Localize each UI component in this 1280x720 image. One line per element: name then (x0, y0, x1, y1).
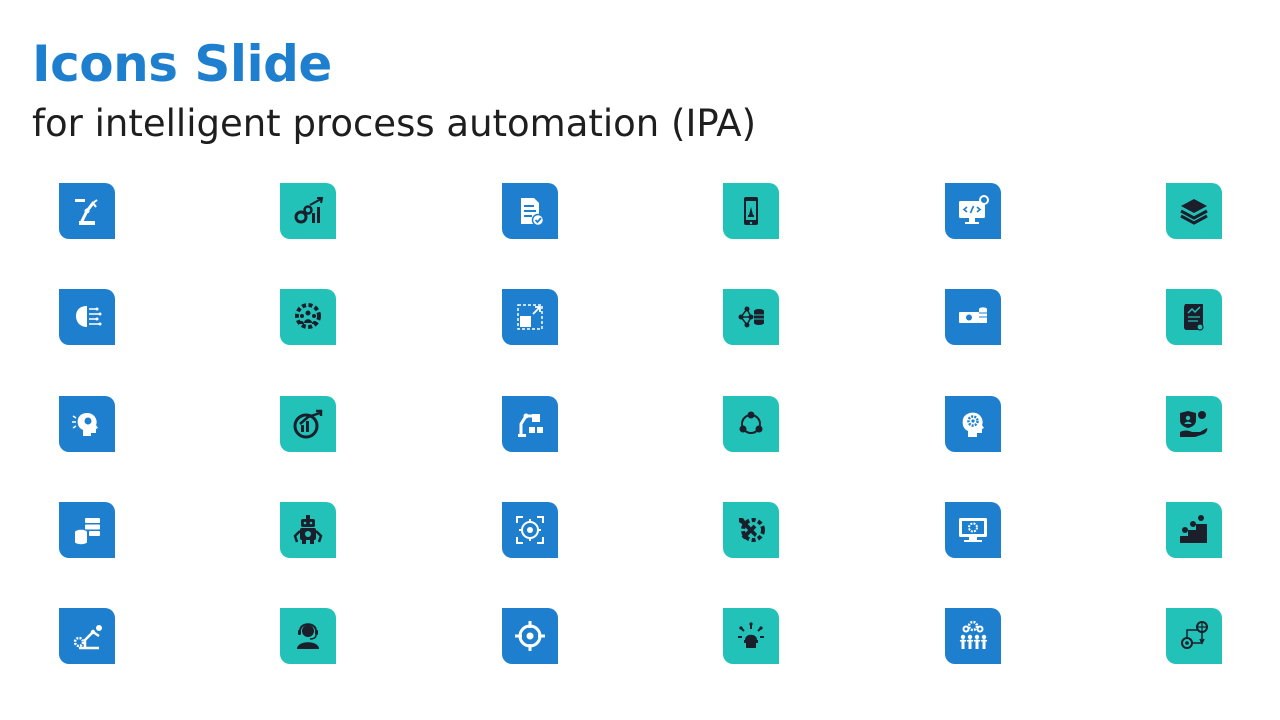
icon-tile (280, 608, 336, 664)
icon-tile (1166, 289, 1222, 345)
robot-icon (290, 512, 326, 548)
icon-tile (945, 183, 1001, 239)
focus-target-icon (512, 512, 548, 548)
database-stack-icon (69, 512, 105, 548)
icon-tile (59, 608, 115, 664)
wrench-gear-icon (733, 512, 769, 548)
target-crosshair-icon (512, 618, 548, 654)
automation-arm-gear-icon (69, 618, 105, 654)
icon-tile (502, 396, 558, 452)
monitor-settings-icon (955, 512, 991, 548)
head-idea-icon (69, 406, 105, 442)
page-title: Icons Slide (32, 35, 332, 93)
icon-tile (502, 183, 558, 239)
document-check-icon (512, 193, 548, 229)
icon-tile (280, 183, 336, 239)
gear-team-icon (290, 299, 326, 335)
support-agent-icon (290, 618, 326, 654)
robotic-arm-icon (69, 193, 105, 229)
team-gears-icon (955, 618, 991, 654)
resize-frame-icon (512, 299, 548, 335)
monitor-code-gear-icon (955, 193, 991, 229)
icon-tile (280, 396, 336, 452)
icon-tile (1166, 183, 1222, 239)
page-subtitle: for intelligent process automation (IPA) (32, 102, 757, 145)
icon-tile (280, 289, 336, 345)
icon-tile (59, 183, 115, 239)
process-flow-icon (1176, 618, 1212, 654)
innovation-bulb-icon (733, 618, 769, 654)
icon-tile (723, 502, 779, 558)
brain-circuit-icon (69, 299, 105, 335)
layers-icon (1176, 193, 1212, 229)
connected-nodes-icon (733, 406, 769, 442)
icon-tile (502, 608, 558, 664)
icon-tile (723, 396, 779, 452)
coin-steps-icon (1176, 512, 1212, 548)
icon-tile (945, 396, 1001, 452)
network-database-icon (733, 299, 769, 335)
head-gear-icon (955, 406, 991, 442)
icon-tile (723, 289, 779, 345)
icon-tile (945, 608, 1001, 664)
icon-tile (502, 502, 558, 558)
icon-tile (1166, 608, 1222, 664)
hand-shield-user-icon (1176, 406, 1212, 442)
icon-tile (59, 289, 115, 345)
report-scroll-icon (1176, 299, 1212, 335)
icon-tile (723, 183, 779, 239)
growth-chart-circle-icon (290, 406, 326, 442)
icon-tile (945, 502, 1001, 558)
icon-tile (1166, 396, 1222, 452)
robot-arm-boxes-icon (512, 406, 548, 442)
icon-tile (502, 289, 558, 345)
mobile-app-icon (733, 193, 769, 229)
icon-tile (1166, 502, 1222, 558)
icon-tile (59, 396, 115, 452)
icon-tile (723, 608, 779, 664)
money-database-icon (955, 299, 991, 335)
icon-tile (280, 502, 336, 558)
icon-tile (59, 502, 115, 558)
icon-tile (945, 289, 1001, 345)
gear-growth-chart-icon (290, 193, 326, 229)
